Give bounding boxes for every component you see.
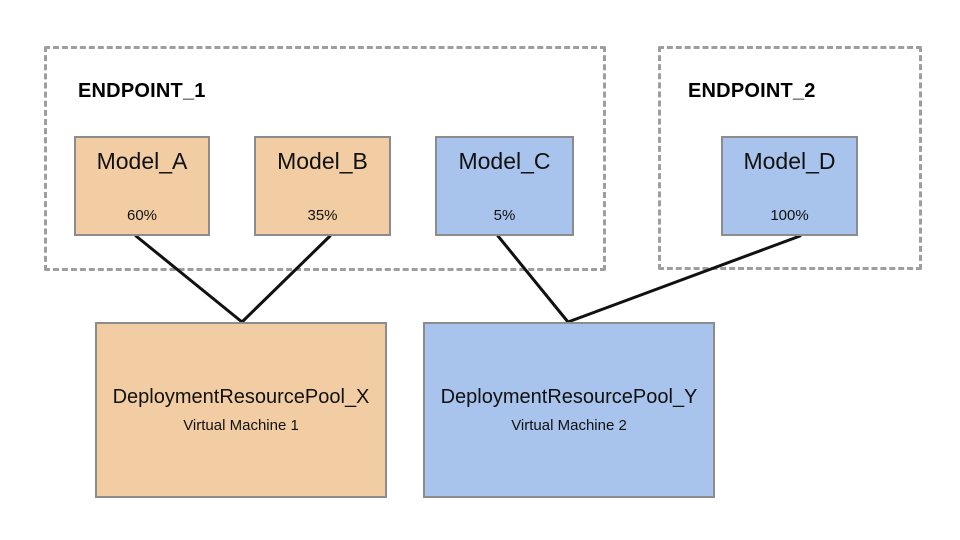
model-traffic-percent-b: 35%: [307, 207, 338, 224]
endpoint-label-1: ENDPOINT_1: [78, 80, 206, 102]
pool-name-x: DeploymentResourcePool_X: [112, 386, 370, 408]
pool-subtitle-y: Virtual Machine 2: [511, 417, 627, 434]
model-box-d[interactable]: Model_D 100%: [721, 136, 858, 236]
endpoint-label-2: ENDPOINT_2: [688, 80, 816, 102]
pool-subtitle-x: Virtual Machine 1: [183, 417, 299, 434]
model-name-a: Model_A: [96, 148, 188, 174]
model-name-c: Model_C: [458, 148, 551, 174]
model-traffic-percent-a: 60%: [126, 207, 158, 224]
model-box-c[interactable]: Model_C 5%: [435, 136, 574, 236]
model-traffic-percent-d: 100%: [770, 207, 809, 224]
model-name-d: Model_D: [743, 148, 836, 174]
deployment-resource-pool-y[interactable]: DeploymentResourcePool_Y Virtual Machine…: [423, 322, 715, 498]
deployment-resource-pool-x[interactable]: DeploymentResourcePool_X Virtual Machine…: [95, 322, 387, 498]
model-name-b: Model_B: [277, 148, 368, 174]
model-box-a[interactable]: Model_A 60%: [74, 136, 210, 236]
model-box-b[interactable]: Model_B 35%: [254, 136, 391, 236]
model-traffic-percent-c: 5%: [493, 207, 516, 224]
pool-name-y: DeploymentResourcePool_Y: [440, 386, 698, 408]
